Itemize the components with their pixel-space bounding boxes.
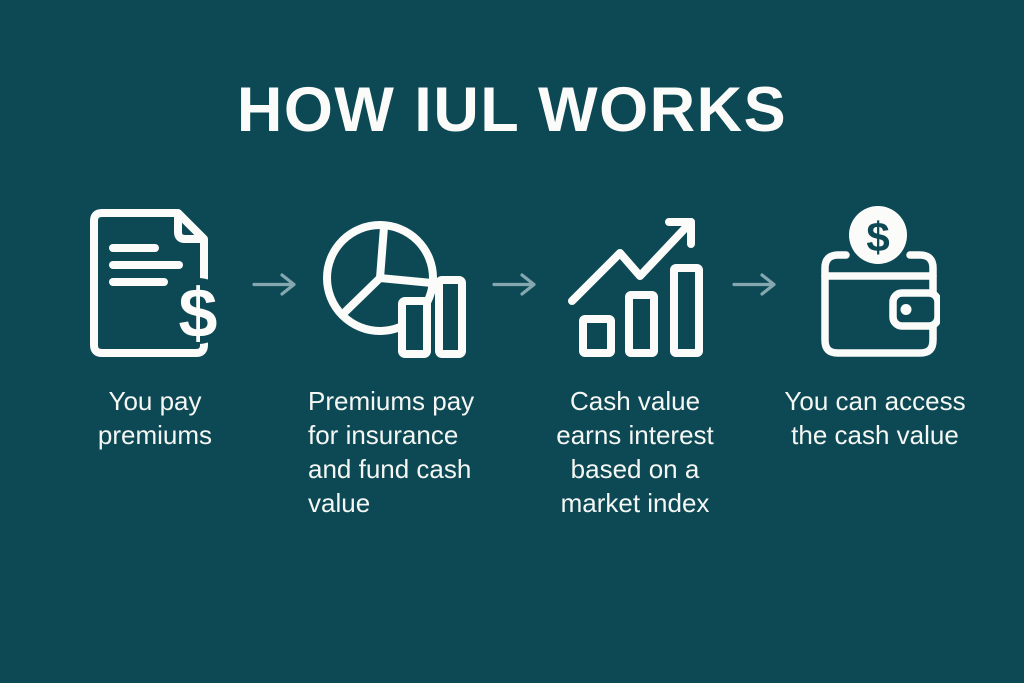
process-flow: $ You pay premiums	[0, 202, 1024, 520]
trend-arrowhead	[665, 218, 695, 248]
coin-icon	[849, 206, 907, 264]
step-caption: Premiums pay for insurance and fund cash…	[308, 386, 475, 518]
pie-chart-bars-icon	[323, 221, 466, 358]
wallet-coin-icon: $	[821, 206, 940, 357]
step-caption: You pay premiums	[97, 386, 213, 450]
step-access-cash-value: $ You can access the cash value	[778, 202, 972, 452]
step-caption: You can access the cash value	[784, 386, 966, 450]
growth-bar-chart-icon	[568, 218, 703, 357]
bar-short	[398, 297, 431, 358]
clasp-button	[900, 304, 912, 315]
wallet-clasp	[889, 289, 940, 330]
wallet-body	[821, 251, 937, 357]
arrow-right-icon	[732, 273, 776, 296]
step-cash-value-interest: Cash value earns interest based on a mar…	[538, 202, 732, 520]
trend-line	[568, 218, 695, 305]
invoice-document-icon: $	[90, 209, 222, 357]
step-pay-premiums: $ You pay premiums	[58, 202, 252, 452]
arrow-right-icon	[252, 273, 296, 296]
bar-tall	[435, 276, 466, 358]
step-caption: Cash value earns interest based on a mar…	[556, 386, 714, 518]
arrow-right-icon	[492, 273, 536, 296]
step-premiums-pay: Premiums pay for insurance and fund cash…	[298, 202, 492, 520]
page-title: HOW IUL WORKS	[236, 75, 788, 145]
coin-dollar-sign: $	[866, 214, 889, 261]
dollar-sign: $	[179, 274, 218, 352]
dollar-mask	[165, 278, 222, 344]
